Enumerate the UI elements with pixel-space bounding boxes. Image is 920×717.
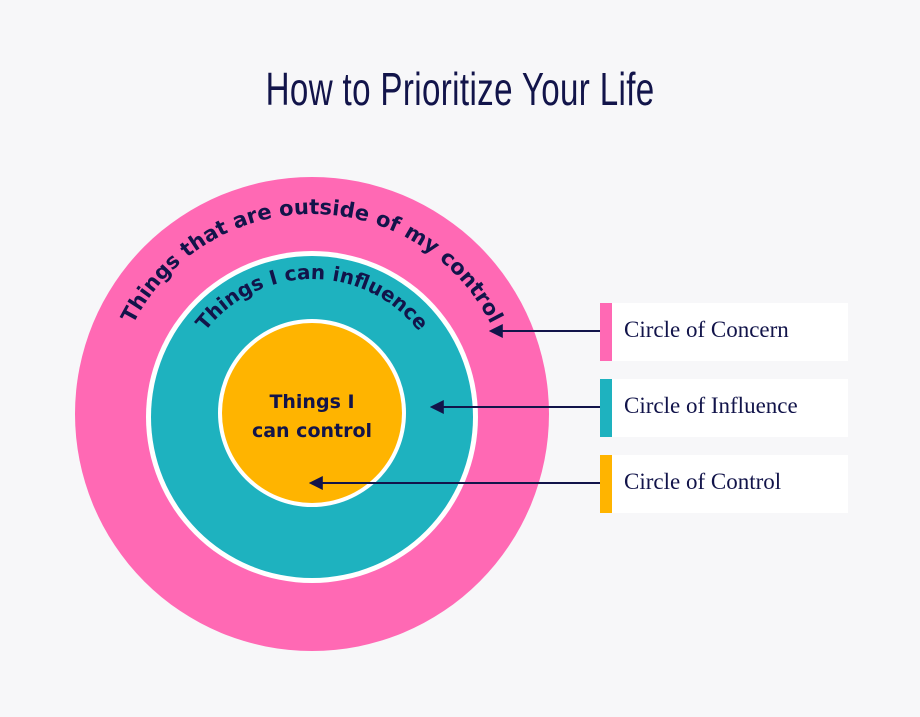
color-swatch xyxy=(600,303,612,361)
legend-item-control: Circle of Control xyxy=(600,455,848,513)
title-text: How to Prioritize Your Life xyxy=(265,63,655,115)
circle-of-control xyxy=(222,323,402,503)
color-swatch xyxy=(600,379,612,437)
legend-label: Circle of Concern xyxy=(624,317,789,342)
legend-item-concern: Circle of Concern xyxy=(600,303,848,361)
legend-item-influence: Circle of Influence xyxy=(600,379,848,437)
legend-label: Circle of Influence xyxy=(624,393,798,418)
page-title: How to Prioritize Your Life xyxy=(0,62,920,116)
color-swatch xyxy=(600,455,612,513)
legend-label: Circle of Control xyxy=(624,469,782,494)
control-text-line1: Things I xyxy=(269,391,354,413)
control-text-line2: can control xyxy=(252,420,372,442)
